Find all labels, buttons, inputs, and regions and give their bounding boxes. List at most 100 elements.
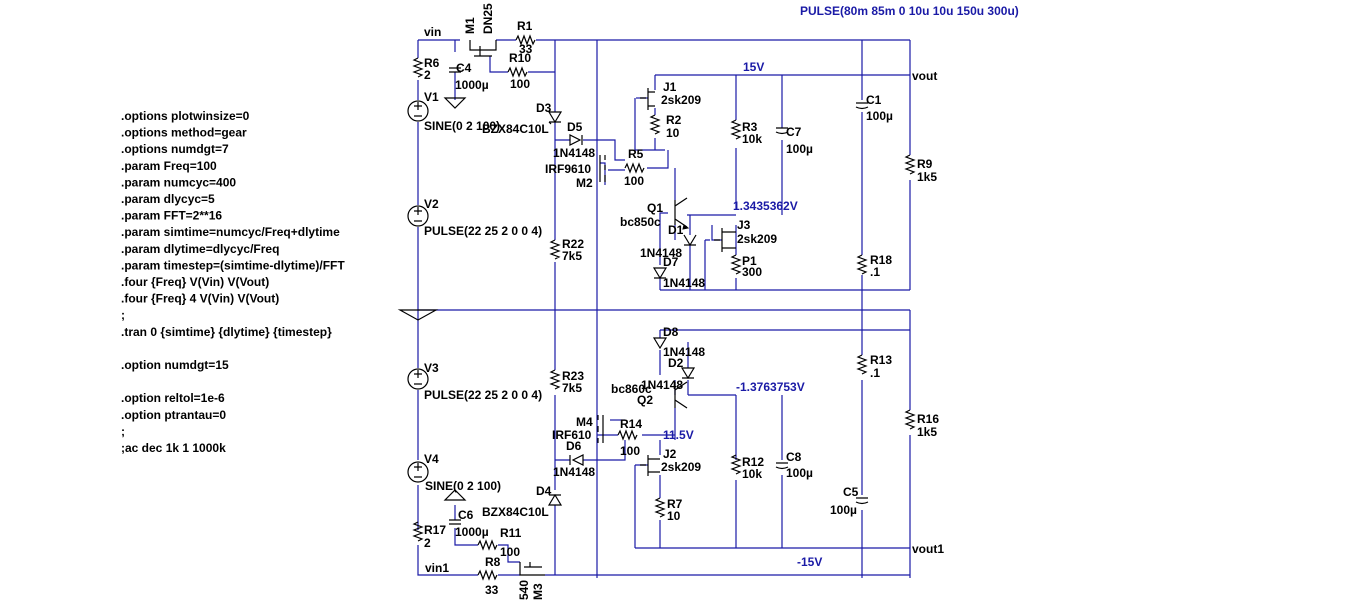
resistor-r18: [856, 254, 868, 275]
directive-line: .param simtime=numcyc/Freq+dlytime: [121, 225, 340, 239]
label-r7-val: 10: [667, 509, 681, 523]
node-voltage-q1: 1.3435362V: [733, 199, 798, 213]
jfet-j2: [640, 455, 660, 476]
label-r18: R18: [870, 253, 892, 267]
net-vout: vout: [912, 69, 937, 83]
label-c8-val: 100µ: [786, 466, 813, 480]
label-q1-val: bc850c: [620, 215, 661, 229]
directive-line: .option ptrantau=0: [121, 408, 226, 422]
resistor-r1: [515, 34, 536, 46]
net-minus-15v: -15V: [797, 555, 822, 569]
label-c5: C5: [843, 485, 859, 499]
directive-line: ;: [121, 424, 125, 438]
capacitor-c8: [775, 462, 789, 470]
label-v3: V3: [424, 361, 439, 375]
label-d5-val: 1N4148: [553, 146, 595, 160]
directive-line: .options numdgt=7: [121, 142, 229, 156]
label-r1: R1: [517, 19, 533, 33]
capacitor-c5: [855, 497, 869, 505]
label-r6-val: 2: [424, 68, 431, 82]
net-vin1: vin1: [425, 561, 449, 575]
directive-line: .option reltol=1e-6: [121, 391, 225, 405]
mosfet-m1: [469, 40, 497, 57]
label-r3: R3: [742, 120, 758, 134]
diode-d2: [680, 367, 696, 380]
resistor-r8: [477, 569, 498, 581]
label-j2: J2: [663, 447, 677, 461]
label-d2: D2: [668, 356, 684, 370]
label-r10: R10: [509, 51, 531, 65]
label-r9: R9: [917, 157, 933, 171]
label-d7: D7: [663, 255, 679, 269]
label-r22: R22: [562, 237, 584, 251]
label-p1-val: 300: [742, 265, 762, 279]
label-q2-val: bc860c: [611, 382, 652, 396]
label-r13: R13: [870, 353, 892, 367]
resistor-r10: [507, 66, 528, 78]
component-symbols: [397, 34, 916, 581]
label-d2-val: 1N4148: [641, 378, 683, 392]
directive-line: .four {Freq} 4 V(Vin) V(Vout): [121, 292, 279, 306]
source-v4: [407, 461, 429, 483]
directive-line: .param timestep=(simtime-dlytime)/FFT: [121, 258, 345, 272]
label-r1-val: 33: [519, 42, 533, 56]
zener-d4: [547, 493, 563, 506]
label-c4: C4: [456, 61, 472, 75]
capacitor-c1: [855, 102, 869, 110]
directive-line: .param dlycyc=5: [121, 192, 215, 206]
label-r16: R16: [917, 412, 939, 426]
label-c6-val: 1000µ: [455, 525, 489, 539]
directive-line: .param dlytime=dlycyc/Freq: [121, 242, 279, 256]
label-r22-val: 7k5: [562, 249, 582, 263]
mosfet-m2: [599, 155, 606, 182]
label-r11-val: 100: [500, 545, 520, 559]
directive-line: .tran 0 {simtime} {dlytime} {timestep}: [121, 325, 332, 339]
label-r11: R11: [500, 526, 522, 540]
label-r7: R7: [667, 497, 683, 511]
net-vin: vin: [424, 25, 441, 39]
label-c5-val: 100µ: [830, 503, 857, 517]
jfet-j1: [640, 88, 655, 110]
label-j1-val: 2sk209: [661, 93, 701, 107]
label-r3-val: 10k: [742, 132, 762, 146]
source-v2: [407, 205, 429, 227]
diode-d8: [652, 337, 668, 350]
label-v3-val: PULSE(22 25 2 0 0 4): [424, 388, 542, 402]
net-vout1: vout1: [912, 542, 944, 556]
label-r14-val: 100: [620, 444, 640, 458]
resistor-r23: [549, 369, 561, 390]
source-v1: [407, 100, 429, 122]
directive-line: .param Freq=100: [121, 159, 217, 173]
label-d1-val: 1N4148: [640, 246, 682, 260]
directive-line: ;ac dec 1k 1 1000k: [121, 441, 226, 455]
ground-symbol: [443, 97, 467, 109]
ground-symbol: [443, 489, 467, 501]
diode-d1: [683, 234, 697, 247]
label-v1: V1: [424, 90, 439, 104]
label-r2: R2: [666, 113, 682, 127]
directive-line: ;: [121, 308, 125, 322]
jfet-j3: [714, 228, 736, 252]
resistor-r17: [412, 521, 424, 542]
label-d4-val: BZX84C10L: [482, 505, 549, 519]
label-m4: M4: [576, 415, 593, 429]
label-r13-val: .1: [870, 366, 880, 380]
directive-line: .options method=gear: [121, 126, 247, 140]
directive-line: .four {Freq} V(Vin) V(Vout): [121, 275, 269, 289]
label-d8: D8: [663, 325, 679, 339]
label-r8: R8: [485, 555, 501, 569]
label-r12: R12: [742, 455, 764, 469]
label-m2-val: IRF9610: [545, 162, 591, 176]
label-r8-val: 33: [485, 583, 499, 597]
resistor-r9: [904, 154, 916, 175]
label-d1: D1: [668, 223, 684, 237]
label-r14: R14: [620, 417, 642, 431]
label-d3: D3: [536, 101, 552, 115]
label-r5: R5: [628, 147, 644, 161]
resistor-p1: [730, 254, 742, 275]
resistor-r7: [654, 497, 666, 518]
label-r2-val: 10: [666, 126, 680, 140]
spice-directives: .options plotwinsize=0.options method=ge…: [121, 109, 345, 455]
zener-d3: [547, 111, 563, 125]
